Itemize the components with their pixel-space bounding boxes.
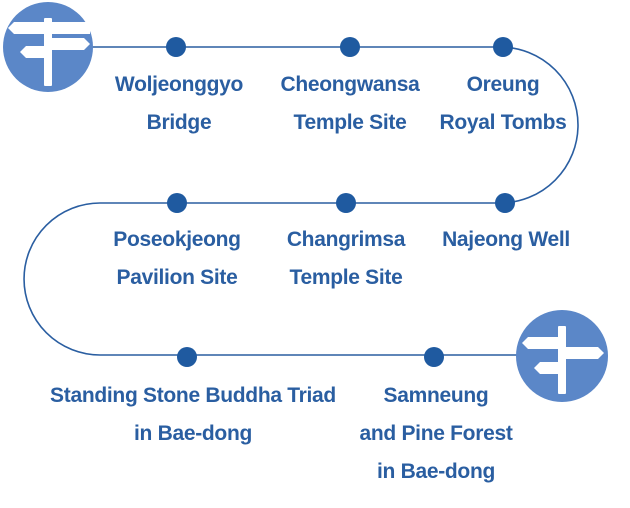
stop-label-line: Bridge — [146, 111, 212, 134]
stop-dot-1 — [166, 37, 186, 57]
stop-label-line: Woljeonggyo — [114, 73, 244, 96]
stop-label-6: Najeong Well — [442, 221, 570, 259]
stop-dot-8 — [424, 347, 444, 367]
stop-dot-2 — [340, 37, 360, 57]
stop-label-line: Cheongwansa — [280, 73, 420, 96]
stop-label-line: and Pine Forest — [359, 422, 513, 445]
stop-label-line: in Bae-dong — [133, 422, 253, 445]
stop-label-line: Pavilion Site — [116, 266, 238, 289]
stop-dot-6 — [495, 193, 515, 213]
stop-label-8: Samneung and Pine Forest in Bae-dong — [359, 377, 512, 491]
end-sign-shape — [522, 326, 604, 394]
stop-label-line: Royal Tombs — [439, 111, 567, 134]
start-signpost-icon — [3, 2, 93, 92]
stop-label-line: Temple Site — [293, 111, 407, 134]
stop-label-line: Poseokjeong — [113, 228, 241, 251]
stop-dot-3 — [493, 37, 513, 57]
stop-label-7: Standing Stone Buddha Triad in Bae-dong — [50, 377, 336, 453]
stop-label-line: Standing Stone Buddha Triad — [50, 384, 336, 407]
stop-label-line: Samneung — [383, 384, 489, 407]
stop-label-line: Najeong Well — [442, 228, 570, 251]
start-sign-shape — [8, 18, 90, 86]
stop-dot-5 — [336, 193, 356, 213]
stop-label-line: Oreung — [466, 73, 540, 96]
stop-label-line: Temple Site — [289, 266, 403, 289]
end-signpost-icon — [516, 310, 608, 402]
stop-dot-7 — [177, 347, 197, 367]
stop-label-line: in Bae-dong — [376, 460, 496, 483]
stop-dot-4 — [167, 193, 187, 213]
stop-label-line: Changrimsa — [286, 228, 406, 251]
stop-dots — [166, 37, 515, 367]
